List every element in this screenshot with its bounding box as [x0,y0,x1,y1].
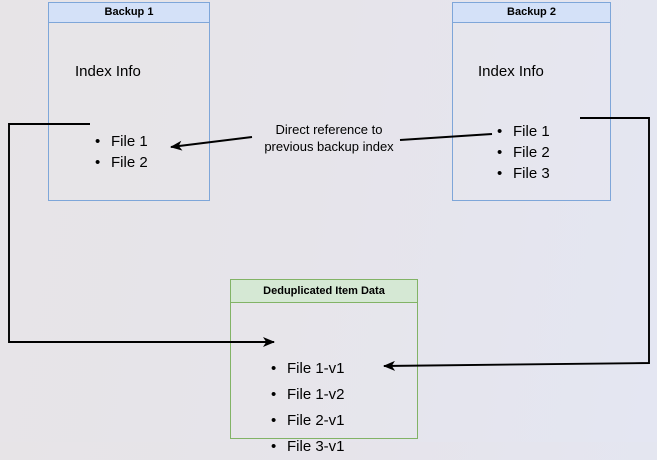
backup2-index-info-label: Index Info [478,63,544,80]
list-item: File 1 [95,131,148,152]
list-item: File 2 [497,142,550,163]
list-item: File 1 [497,121,550,142]
list-item: File 2-v1 [271,408,345,434]
dedup-body: File 1-v1 File 1-v2 File 2-v1 File 3-v1 [231,303,417,460]
direct-reference-label: Direct reference to previous backup inde… [252,121,406,155]
deduplicated-item-data-box[interactable]: Deduplicated Item Data File 1-v1 File 1-… [230,279,418,460]
backup2-box[interactable]: Backup 2 Index Info File 1 File 2 File 3 [452,2,611,201]
list-item: File 1-v1 [271,356,345,382]
direct-reference-line1: Direct reference to [275,122,383,137]
list-item: File 2 [95,152,148,173]
dedup-file-list: File 1-v1 File 1-v2 File 2-v1 File 3-v1 [271,356,345,460]
backup2-header: Backup 2 [453,3,610,23]
backup1-box[interactable]: Backup 1 Index Info File 1 File 2 [48,2,210,201]
backup1-index-info-label: Index Info [75,63,141,80]
list-item: File 3 [497,163,550,184]
direct-reference-line2: previous backup index [264,139,394,154]
backup2-body: Index Info File 1 File 2 File 3 [453,23,610,200]
list-item: File 3-v1 [271,434,345,460]
diagram-canvas: Backup 1 Index Info File 1 File 2 Backup… [0,0,657,442]
list-item: File 1-v2 [271,382,345,408]
backup2-file-list: File 1 File 2 File 3 [497,121,550,184]
backup1-file-list: File 1 File 2 [95,131,148,173]
backup1-body: Index Info File 1 File 2 [49,23,209,200]
dedup-header: Deduplicated Item Data [231,280,417,303]
backup1-header: Backup 1 [49,3,209,23]
